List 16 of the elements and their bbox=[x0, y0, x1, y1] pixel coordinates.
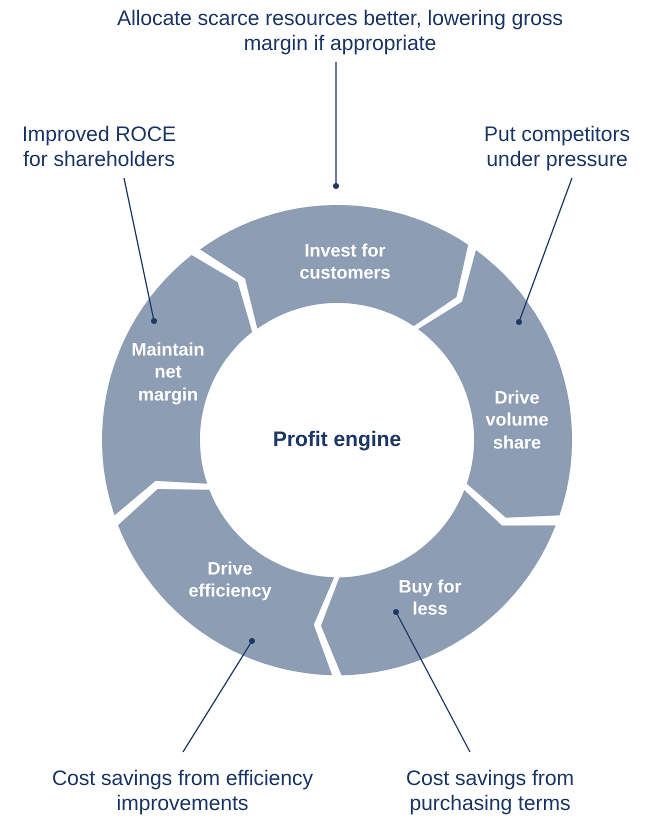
leader-line bbox=[123, 178, 157, 324]
callout-text: Allocate scarce resources better, lowering gross margin if appropriate bbox=[116, 6, 564, 56]
callout-text: Put competitors under pressure bbox=[483, 122, 631, 172]
callout-text: Cost savings from efficiency improvements bbox=[50, 766, 314, 816]
segment-label: Invest for customers bbox=[298, 239, 392, 284]
leader-line bbox=[516, 178, 573, 325]
callout-text: Cost savings from purchasing terms bbox=[404, 766, 576, 816]
leader-line bbox=[393, 609, 471, 752]
segment-label: Maintain net margin bbox=[130, 338, 206, 406]
segment-label: Drive efficiency bbox=[187, 557, 272, 602]
callout-text: Improved ROCE for shareholders bbox=[20, 122, 178, 172]
segment-label: Drive volume share bbox=[484, 386, 550, 454]
segment-label: Buy for less bbox=[397, 575, 462, 620]
leader-line bbox=[333, 62, 339, 189]
leader-line bbox=[182, 638, 255, 752]
center-label: Profit engine bbox=[272, 428, 402, 452]
